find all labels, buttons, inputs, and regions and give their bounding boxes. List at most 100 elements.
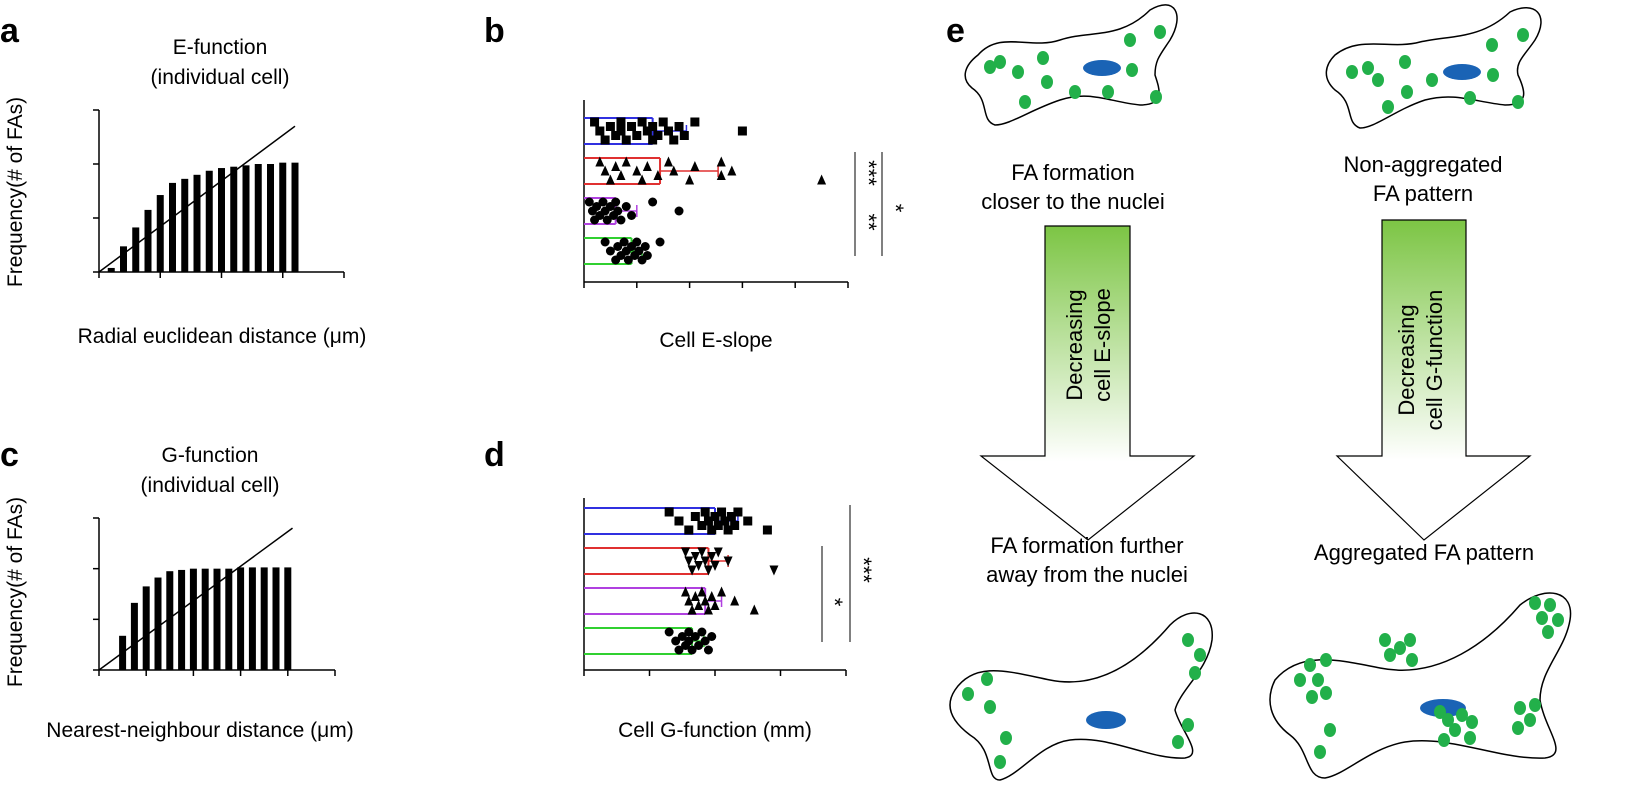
data-point xyxy=(632,131,642,140)
data-point xyxy=(595,126,605,136)
data-point xyxy=(684,627,694,637)
data-point xyxy=(681,586,691,597)
panel-a-title-line1: E-function xyxy=(173,36,268,59)
data-point xyxy=(690,552,700,562)
bar xyxy=(193,174,201,272)
cell-outline xyxy=(964,4,1178,126)
data-point xyxy=(658,117,668,127)
data-point xyxy=(605,174,615,185)
bar xyxy=(230,166,238,272)
left-top-text-line1: FA formation xyxy=(1011,160,1135,185)
focal-adhesions xyxy=(1294,596,1564,759)
data-point xyxy=(671,636,681,646)
data-point xyxy=(602,215,612,225)
panel-c-xlabel: Nearest-neighbour distance (μm) xyxy=(46,719,353,742)
data-point xyxy=(690,117,700,127)
data-point xyxy=(681,547,691,558)
data-point xyxy=(648,135,658,145)
data-point xyxy=(619,237,629,247)
data-point xyxy=(707,552,717,562)
data-point xyxy=(598,197,608,207)
data-point xyxy=(664,627,674,637)
bar xyxy=(169,182,176,272)
data-point xyxy=(710,512,720,521)
data-point xyxy=(674,206,684,216)
data-point xyxy=(621,156,631,167)
data-point xyxy=(669,135,679,145)
nucleus xyxy=(1086,711,1126,729)
panel-e: e FA formation closer to the nu xyxy=(946,4,1572,781)
data-point xyxy=(817,174,827,185)
data-point xyxy=(663,156,673,167)
data-point xyxy=(613,206,623,216)
bar xyxy=(181,178,189,272)
data-point xyxy=(613,242,623,251)
data-point xyxy=(697,547,707,558)
data-point xyxy=(723,556,733,567)
data-point xyxy=(713,547,723,558)
sig-label-b-3: * xyxy=(883,204,908,213)
data-point xyxy=(640,242,650,251)
panel-a-plot xyxy=(93,109,345,278)
data-point xyxy=(642,126,652,136)
left-arrow-text-line1: Decreasing xyxy=(1062,289,1087,400)
left-arrow-text-line2: cell E-slope xyxy=(1090,288,1115,402)
data-point xyxy=(616,126,626,136)
bar xyxy=(254,164,262,272)
data-point xyxy=(737,126,747,136)
data-point xyxy=(600,237,610,247)
data-point xyxy=(690,632,700,641)
panel-a-ylabel: Frequency(# of FAs) xyxy=(4,97,27,287)
data-point xyxy=(703,565,713,576)
data-point xyxy=(697,586,707,597)
data-point xyxy=(616,170,626,180)
data-point xyxy=(707,591,717,601)
data-point xyxy=(713,521,723,530)
bar xyxy=(218,168,225,272)
data-point xyxy=(703,516,713,526)
data-point xyxy=(749,604,759,615)
data-point xyxy=(687,604,697,615)
panel-b-plot xyxy=(583,100,849,288)
data-point xyxy=(697,627,707,637)
bar xyxy=(205,170,213,272)
bar xyxy=(260,567,268,670)
data-point xyxy=(690,591,700,601)
data-point xyxy=(600,135,610,145)
panel-c-ylabel: Frequency(# of FAs) xyxy=(4,497,27,687)
data-point xyxy=(611,161,621,171)
data-point xyxy=(648,122,658,131)
data-point xyxy=(664,507,674,517)
panel-b-xlabel: Cell E-slope xyxy=(659,329,772,352)
bar xyxy=(107,267,115,272)
bar xyxy=(213,568,221,670)
data-point xyxy=(726,512,736,521)
data-point xyxy=(707,525,717,535)
data-point xyxy=(655,237,665,247)
data-point xyxy=(679,131,689,140)
data-point xyxy=(595,156,605,167)
data-point xyxy=(769,565,779,576)
data-point xyxy=(634,246,644,256)
panel-d-plot xyxy=(583,498,847,676)
cell-bottom-left xyxy=(949,612,1213,781)
data-point xyxy=(669,165,679,176)
data-point xyxy=(621,135,631,145)
data-point xyxy=(743,516,753,526)
data-point xyxy=(600,165,610,176)
data-point xyxy=(674,122,684,131)
bar xyxy=(120,246,127,272)
data-point xyxy=(648,197,658,207)
cell-bottom-right xyxy=(1269,592,1572,779)
panel-letter-c: c xyxy=(0,436,19,474)
bar xyxy=(154,577,162,670)
panel-d: d Cell G-function (mm) * *** xyxy=(484,436,876,742)
data-point xyxy=(730,521,740,530)
right-bottom-text: Aggregated FA pattern xyxy=(1314,540,1534,565)
data-point xyxy=(687,565,697,576)
panel-c-title-line2: (individual cell) xyxy=(141,474,280,497)
bar xyxy=(237,567,245,670)
bar xyxy=(242,165,250,272)
data-point xyxy=(717,586,727,597)
data-point xyxy=(663,126,673,136)
